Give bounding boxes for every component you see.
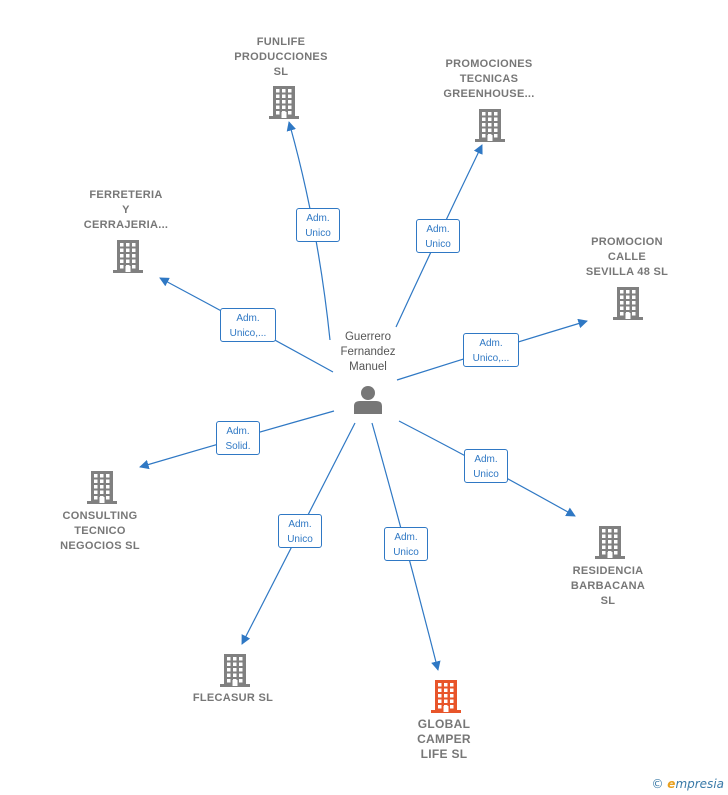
company-name-promocion-calle[interactable]: PROMOCION CALLE SEVILLA 48 SL <box>585 236 669 278</box>
company-name-funlife[interactable]: FUNLIFE PRODUCCIONES SL <box>234 36 328 78</box>
company-name-global-camper[interactable]: GLOBAL CAMPER LIFE SL <box>417 717 471 761</box>
company-name-consulting[interactable]: CONSULTING TECNICO NEGOCIOS SL <box>60 510 140 552</box>
role-label-residencia[interactable]: Adm. Unico <box>464 449 508 483</box>
person-name[interactable]: Guerrero Fernandez Manuel <box>340 331 396 373</box>
person-icon[interactable] <box>354 386 382 414</box>
watermark: © empresia <box>651 777 724 791</box>
role-label-global-camper[interactable]: Adm. Unico <box>384 527 428 561</box>
role-label-consulting[interactable]: Adm. Solid. <box>216 421 260 455</box>
brand-initial: e <box>667 777 676 791</box>
company-name-flecasur[interactable]: FLECASUR SL <box>192 692 274 704</box>
company-name-residencia[interactable]: RESIDENCIA BARBACANA SL <box>570 565 646 607</box>
role-label-promocion-calle[interactable]: Adm. Unico,... <box>463 333 519 367</box>
building-icon-consulting[interactable] <box>87 471 117 504</box>
building-icon-global-camper[interactable] <box>431 680 461 713</box>
role-label-flecasur[interactable]: Adm. Unico <box>278 514 322 548</box>
role-label-funlife[interactable]: Adm. Unico <box>296 208 340 242</box>
role-label-promociones-tecnicas[interactable]: Adm. Unico <box>416 219 460 253</box>
brand-name: mpresia <box>675 777 724 791</box>
building-icon-promociones-tecnicas[interactable] <box>475 109 505 142</box>
building-icon-ferreteria[interactable] <box>113 240 143 273</box>
company-name-ferreteria[interactable]: FERRETERIA Y CERRAJERIA... <box>83 189 169 231</box>
building-icon-residencia[interactable] <box>595 526 625 559</box>
copyright-icon: © <box>651 777 664 791</box>
building-icon-funlife[interactable] <box>269 86 299 119</box>
company-name-promociones-tecnicas[interactable]: PROMOCIONES TECNICAS GREENHOUSE... <box>443 58 535 100</box>
building-icon-promocion-calle[interactable] <box>613 287 643 320</box>
building-icon-flecasur[interactable] <box>220 654 250 687</box>
role-label-ferreteria[interactable]: Adm. Unico,... <box>220 308 276 342</box>
